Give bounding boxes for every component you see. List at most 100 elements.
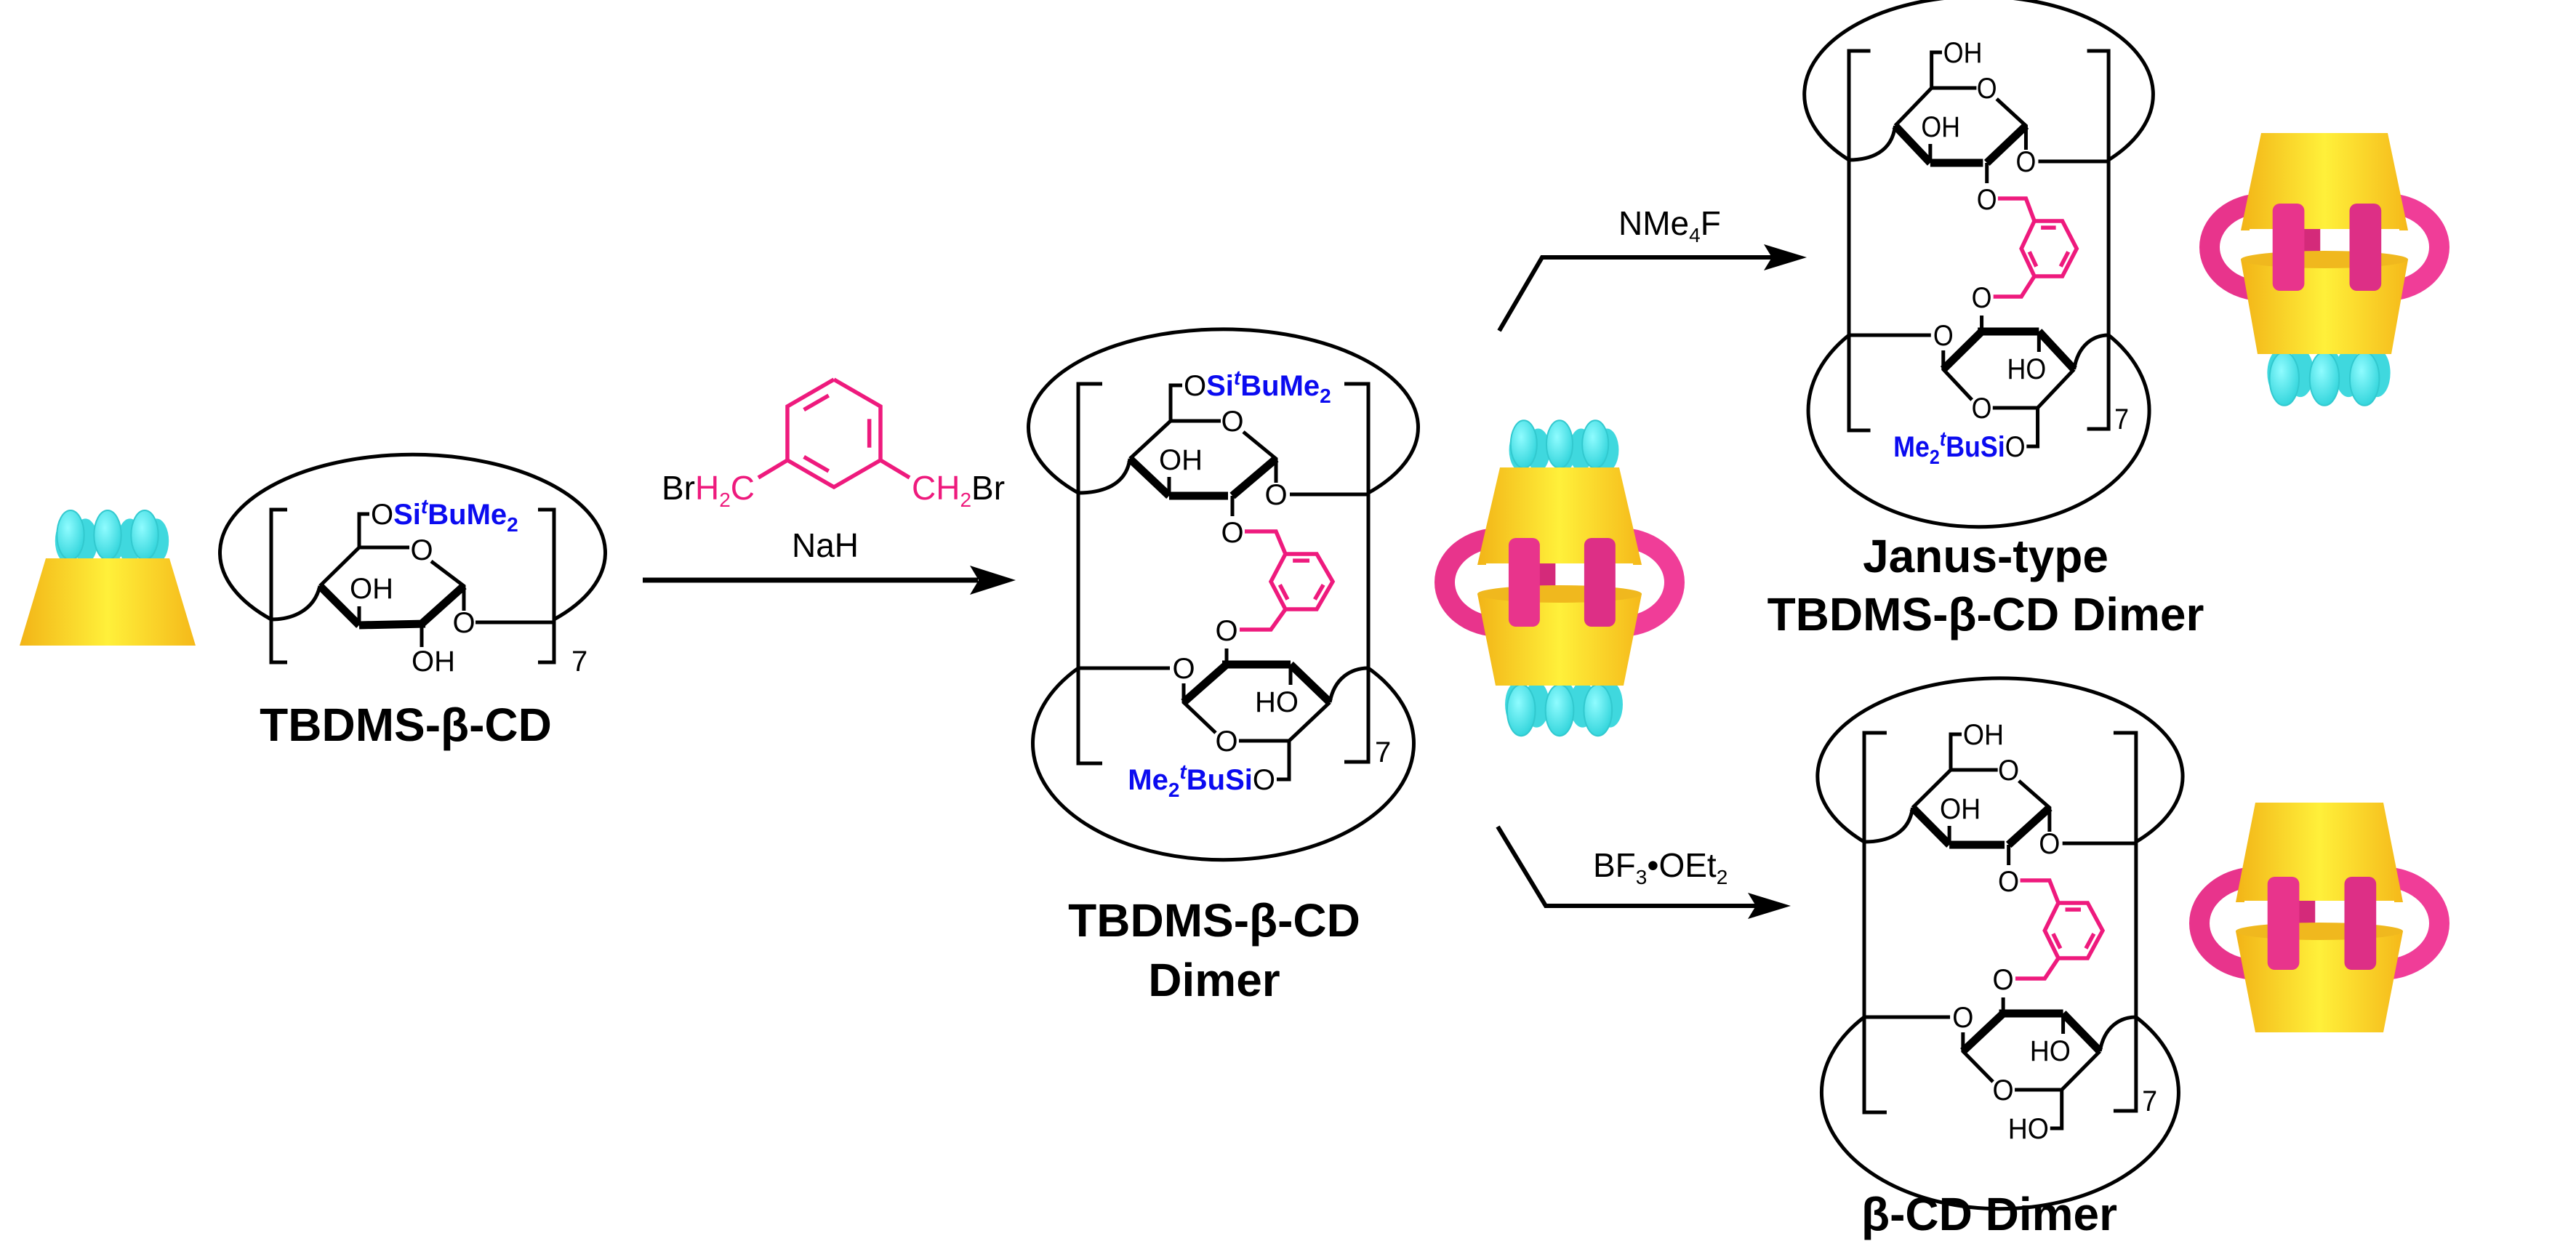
linker-benzene xyxy=(1271,554,1333,609)
cd-cone xyxy=(20,558,196,646)
linker-arc-left xyxy=(2199,193,2263,301)
bracket-left xyxy=(271,510,287,662)
glycosidic-oxygen-part: O xyxy=(452,607,475,639)
silyl-ether-part: t xyxy=(1179,760,1187,783)
janus-dimer-cartoon xyxy=(2199,133,2449,406)
ether-oxygen: O xyxy=(1215,615,1237,647)
glycosidic-oxygen-part: O xyxy=(2039,828,2060,860)
bracket-right xyxy=(538,510,554,662)
sub: 2 xyxy=(960,489,971,511)
bond xyxy=(1943,350,1972,400)
janus-label-line2: TBDMS-β-CD Dimer xyxy=(1768,588,2204,640)
repeat-count: 7 xyxy=(571,646,587,678)
lewis-acid-reagent: BF3•OEt2 xyxy=(1593,846,1728,888)
silyl-ether-part: Me xyxy=(1893,431,1930,463)
silyl-ether: OSitBuMe2 xyxy=(371,495,518,536)
hydroxyl-part: OH xyxy=(1921,111,1960,143)
wedge-bond xyxy=(2009,808,2050,845)
linker-front-bar xyxy=(1508,538,1540,627)
linker-bond xyxy=(1994,276,2034,297)
ring-oxygen: O xyxy=(1972,393,1992,425)
linker-front-bar xyxy=(1584,538,1616,627)
glycosidic-link-curve xyxy=(2100,1017,2136,1051)
hydroxyl: OH xyxy=(1963,719,2004,751)
silyl-blob xyxy=(1581,419,1610,469)
br: Br xyxy=(662,469,695,507)
silyl-ether-part: Si xyxy=(393,499,421,531)
silyl-ether-part: Me xyxy=(1128,764,1168,796)
linker-bond xyxy=(2021,880,2058,903)
wedge-bond xyxy=(1130,459,1169,496)
repeat-count-part: 7 xyxy=(571,646,587,678)
silyl-ether-part: BuMe xyxy=(428,499,507,531)
bond xyxy=(1951,734,1962,770)
hydroxyl: HO xyxy=(2030,1035,2071,1067)
base-reagent: NaH xyxy=(792,526,859,564)
linker-arc-right xyxy=(1619,528,1685,637)
silyl-ether-part: BuSi xyxy=(1946,431,2005,463)
silyl-blob xyxy=(1544,683,1575,737)
beta-cd-dimer-cartoon xyxy=(2189,803,2449,1032)
glycosidic-oxygen-part: O xyxy=(2016,146,2037,178)
linker-front-bar xyxy=(2344,877,2377,970)
sub: 2 xyxy=(1717,866,1728,888)
wedge-bond xyxy=(2039,332,2074,369)
linker-bond xyxy=(1240,609,1285,630)
benzene-ring xyxy=(787,379,880,487)
upper-cd-ellipse xyxy=(1805,0,2154,160)
bond xyxy=(1277,741,1289,779)
glycosidic-oxygen: O xyxy=(1172,653,1195,685)
arrow-shaft xyxy=(1497,255,1774,332)
lower-cone-rim xyxy=(2236,923,2403,940)
silyl-blob xyxy=(56,510,85,561)
bond xyxy=(1895,88,1977,126)
sub: 2 xyxy=(719,489,731,511)
bracket-right xyxy=(1344,384,1368,762)
linker-front-bar xyxy=(2272,204,2305,291)
bf: BF xyxy=(1593,846,1636,884)
bracket-left xyxy=(1864,733,1887,1112)
ring-oxygen-part: O xyxy=(1972,393,1992,425)
bond xyxy=(1184,683,1216,733)
lower-cd-cone xyxy=(2241,260,2408,354)
linker-benzene xyxy=(2021,221,2077,276)
glycosidic-oxygen: O xyxy=(1264,479,1287,511)
silyl-blob xyxy=(130,510,159,561)
bracket-left xyxy=(1849,51,1871,430)
hydroxyl: OH xyxy=(1159,444,1203,476)
wedge-bond xyxy=(1184,664,1227,702)
cd-ellipse xyxy=(218,452,607,622)
silyl-ether: Me2tBuSiO xyxy=(1893,427,2025,469)
lower-cd-ellipse xyxy=(1821,1017,2178,1209)
ether-oxygen-part: O xyxy=(1215,615,1237,647)
glycosidic-oxygen: O xyxy=(2016,146,2037,178)
hydroxyl: OH xyxy=(1940,793,1981,825)
hydroxyl-part: HO xyxy=(2007,353,2046,385)
aromatic-double-bond xyxy=(1315,585,1323,599)
arrow-head xyxy=(1748,893,1791,919)
arrow-shaft xyxy=(1496,825,1760,908)
hydroxyl: HO xyxy=(2008,1113,2049,1145)
ether-oxygen-part: O xyxy=(1972,282,1992,314)
silyl-ether-part: O xyxy=(2005,431,2026,463)
linker-front-bar xyxy=(2349,204,2382,291)
wedge-bond xyxy=(359,624,425,625)
aromatic-double-bond xyxy=(804,395,829,410)
silyl-blob xyxy=(1583,683,1613,737)
ring-oxygen: O xyxy=(1998,755,2019,787)
bond xyxy=(1130,421,1221,459)
hydroxyl-part: HO xyxy=(2008,1113,2049,1145)
ether-oxygen-part: O xyxy=(1221,517,1243,549)
glycosidic-oxygen-part: O xyxy=(1264,479,1287,511)
tbdms-cd-dimer-cartoon xyxy=(1435,419,1685,737)
ether-oxygen-part: O xyxy=(1977,184,1997,216)
repeat-count-part: 7 xyxy=(2142,1085,2157,1117)
glycosidic-oxygen: O xyxy=(1952,1002,1973,1034)
beta-cd-dimer-label: β-CD Dimer xyxy=(1861,1188,2117,1240)
bracket-right xyxy=(2087,51,2109,429)
aromatic-double-bond xyxy=(2053,933,2061,948)
lower-cd-ellipse xyxy=(1808,335,2149,527)
wedge-bond xyxy=(1963,1013,2003,1051)
